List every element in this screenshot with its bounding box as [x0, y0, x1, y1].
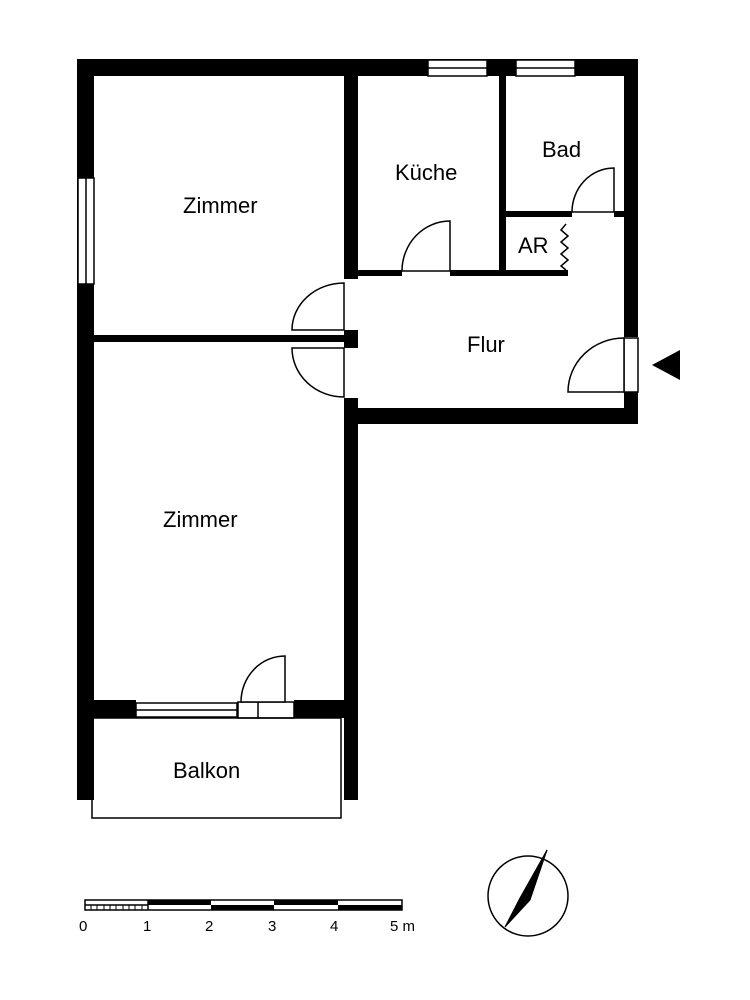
door-zimmer-top: [291, 282, 345, 331]
scale-label-0: 0: [79, 918, 87, 935]
door-bad: [571, 167, 615, 213]
scale-label-3: 3: [268, 918, 276, 935]
walls: [77, 59, 638, 800]
room-label-zimmer-bottom: Zimmer: [163, 507, 238, 532]
room-label-balkon: Balkon: [173, 758, 240, 783]
ar-radiator-symbol: [559, 223, 570, 271]
doors: [237, 167, 639, 719]
scale-label-5: 5 m: [390, 918, 415, 935]
door-entrance: [567, 337, 625, 393]
door-zimmer-bottom: [291, 347, 345, 398]
scale-label-2: 2: [205, 918, 213, 935]
room-label-kueche: Küche: [395, 160, 457, 185]
entrance-arrow-icon: [652, 350, 680, 380]
scale-label-4: 4: [330, 918, 338, 935]
room-label-zimmer-top: Zimmer: [183, 193, 258, 218]
balkon-outline: [91, 717, 342, 819]
windows: [77, 59, 576, 718]
door-balkon: [240, 655, 286, 703]
room-label-bad: Bad: [542, 137, 581, 162]
scale-label-1: 1: [143, 918, 151, 935]
door-kueche: [401, 220, 451, 272]
room-label-ar: AR: [518, 233, 549, 258]
room-label-flur: Flur: [467, 332, 505, 357]
north-compass-icon: [487, 849, 569, 937]
scale-bar: 0 1 2 3 4 5 m: [79, 899, 415, 935]
